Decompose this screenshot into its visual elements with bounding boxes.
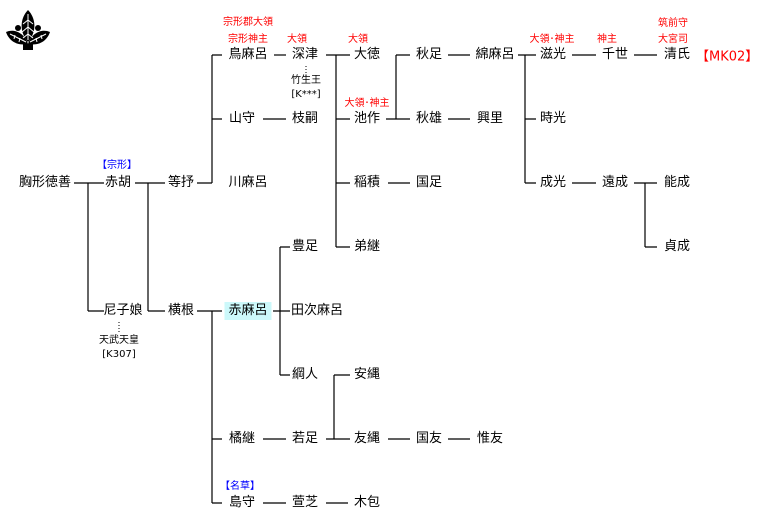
- title-label: 大領･神主: [344, 98, 390, 109]
- person-node: 萱芝: [291, 495, 319, 510]
- person-node: 田次麻呂: [290, 303, 344, 318]
- person-node: 貞成: [663, 239, 691, 254]
- person-node: 深津: [291, 47, 319, 62]
- person-node: 成光: [539, 175, 567, 190]
- title-label: 宗形郡大領: [223, 17, 273, 28]
- person-node: 木包: [353, 495, 381, 510]
- person-node: 胸形徳善: [18, 175, 72, 190]
- person-node: 友縄: [353, 431, 381, 446]
- person-node: 時光: [539, 111, 567, 126]
- person-node: 豊足: [291, 239, 319, 254]
- note-name: 天武天皇: [99, 335, 139, 346]
- person-node: 川麻呂: [228, 175, 268, 190]
- person-node-highlighted: 赤麻呂: [224, 302, 272, 320]
- person-node: 枝嗣: [291, 111, 319, 126]
- clan-label: 【宗形】: [97, 160, 137, 171]
- title-label: 大領･神主: [529, 34, 575, 45]
- person-node: 国足: [415, 175, 443, 190]
- person-node: 島守: [228, 495, 256, 510]
- title-label: 宗形神主: [228, 34, 268, 45]
- title-label: 大領: [348, 34, 368, 45]
- person-node: 山守: [228, 111, 256, 126]
- record-id: 【MK02】: [696, 49, 759, 65]
- person-node: 綱人: [291, 367, 319, 382]
- person-node: 秋足: [415, 47, 443, 62]
- title-label: 筑前守: [658, 18, 688, 29]
- note-id: [K***]: [291, 89, 321, 100]
- title-label: 大宮司: [658, 34, 688, 45]
- person-node: 千世: [601, 47, 629, 62]
- person-node: 能成: [663, 175, 691, 190]
- person-node: 大徳: [353, 47, 381, 62]
- person-node: 国友: [415, 431, 443, 446]
- person-node: 鳥麻呂: [228, 47, 268, 62]
- person-node: 尼子娘: [103, 303, 143, 318]
- title-label: 神主: [597, 34, 617, 45]
- person-node: 稲積: [353, 175, 381, 190]
- note-name: 竹生王: [291, 75, 321, 86]
- note-id: [K307]: [102, 349, 136, 360]
- person-node: 若足: [291, 431, 319, 446]
- person-node: 惟友: [476, 431, 504, 446]
- person-node: 安縄: [353, 367, 381, 382]
- crest-icon: [3, 8, 53, 54]
- person-node: 遠成: [601, 175, 629, 190]
- person-node: 横根: [167, 303, 195, 318]
- clan-label: 【名草】: [220, 481, 260, 492]
- person-node: 等抒: [167, 175, 195, 190]
- person-node: 池作: [353, 111, 381, 126]
- title-label: 大領: [287, 34, 307, 45]
- person-node: 橘継: [228, 431, 256, 446]
- person-node: 滋光: [539, 47, 567, 62]
- person-node: 清氏: [663, 47, 691, 62]
- person-node: 赤胡: [104, 175, 132, 190]
- person-node: 秋雄: [415, 111, 443, 126]
- person-node: 興里: [476, 111, 504, 126]
- person-node: 綿麻呂: [475, 47, 515, 62]
- person-node: 弟継: [353, 239, 381, 254]
